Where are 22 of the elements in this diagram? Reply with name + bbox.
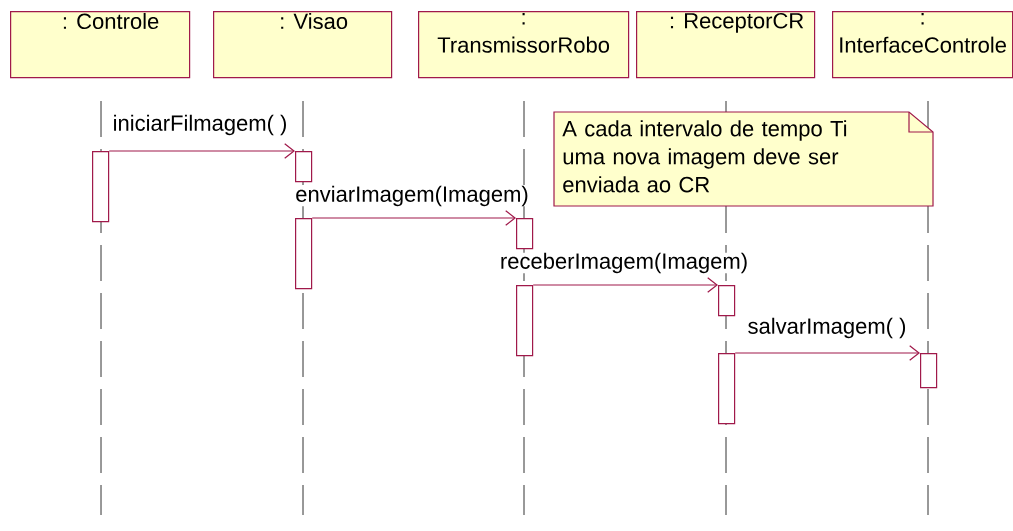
- activation-bar: [295, 151, 313, 183]
- message-label: salvarImagem( ): [747, 317, 907, 339]
- object-box: : InterfaceControle: [832, 11, 1013, 79]
- message-label: iniciarFilmagem( ): [112, 114, 288, 136]
- message-arrow: [532, 277, 718, 293]
- object-box: : Visao: [213, 11, 393, 79]
- object-box: : Controle: [10, 11, 191, 79]
- object-box: : TransmissorRobo: [418, 11, 630, 79]
- activation-bar: [920, 353, 938, 389]
- activation-bar: [516, 218, 534, 250]
- message-arrow: [311, 210, 516, 226]
- note: A cada intervalo de tempo Ti uma nova imagem deve ser enviada ao CR: [553, 111, 934, 207]
- activation-bar: [516, 285, 534, 357]
- activation-bar: [92, 151, 110, 223]
- activation-bar: [718, 353, 736, 425]
- activation-bar: [718, 285, 736, 317]
- message-label: enviarImagem(Imagem): [295, 185, 529, 207]
- message-label: receberImagem(Imagem): [499, 252, 749, 274]
- activation-bar: [295, 218, 313, 290]
- message-arrow: [108, 143, 295, 159]
- object-box: : ReceptorCR: [636, 11, 816, 79]
- message-arrow: [734, 345, 920, 361]
